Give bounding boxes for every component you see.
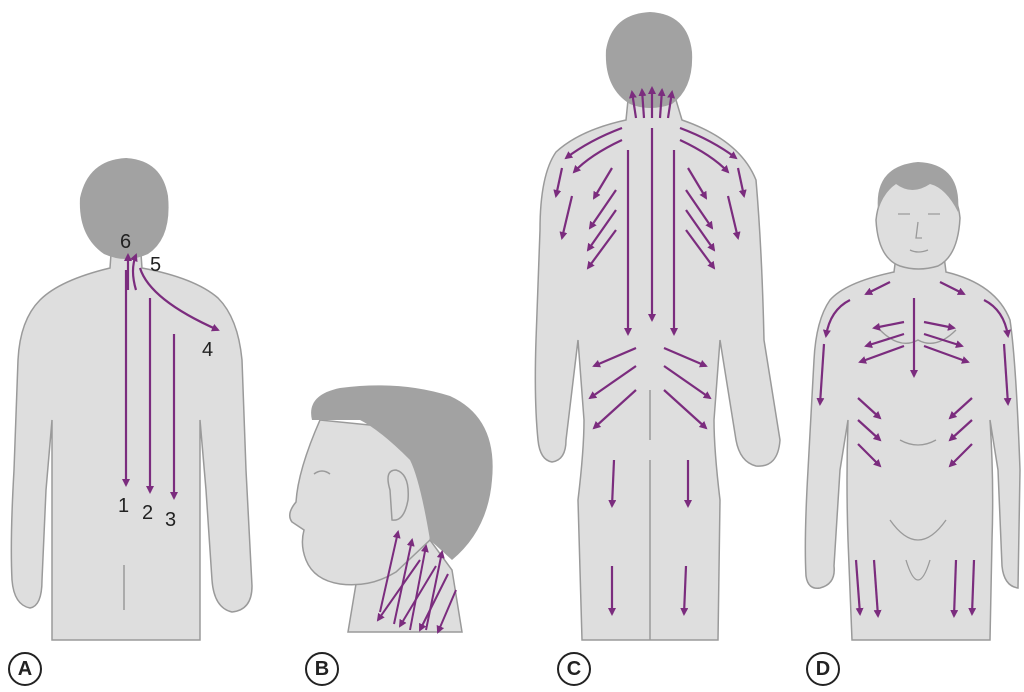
panel-d-figure	[805, 162, 1020, 640]
panel-c-figure	[535, 12, 780, 640]
number-6: 6	[120, 231, 131, 253]
panel-a-figure	[11, 158, 252, 640]
panel-label-b: B	[305, 652, 339, 686]
number-3: 3	[165, 509, 176, 531]
panel-c-body	[535, 100, 780, 640]
number-2: 2	[142, 502, 153, 524]
panel-b-figure	[290, 385, 493, 632]
number-5: 5	[150, 254, 161, 276]
panel-label-a: A	[8, 652, 42, 686]
panel-label-c: C	[557, 652, 591, 686]
panel-a-body	[11, 240, 252, 640]
panel-c-head	[606, 12, 692, 108]
number-4: 4	[202, 339, 213, 361]
number-1: 1	[118, 495, 129, 517]
panel-label-d: D	[806, 652, 840, 686]
panel-d-body	[805, 256, 1020, 640]
